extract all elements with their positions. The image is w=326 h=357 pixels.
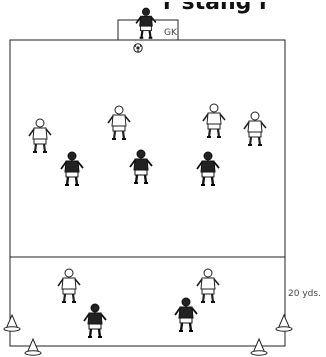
- cone-icon: [251, 339, 267, 355]
- goalkeeper-label: GK: [164, 28, 178, 38]
- player-white-icon: [203, 104, 225, 137]
- player-black-icon: [130, 150, 152, 183]
- soccer-ball-icon: [134, 44, 142, 52]
- field-area: [10, 40, 285, 346]
- zone-distance-label: 20 yds.: [288, 289, 321, 299]
- player-white-icon: [244, 112, 266, 145]
- cone-icon: [4, 315, 20, 331]
- player-black-icon: [61, 152, 83, 185]
- player-white-icon: [29, 119, 51, 152]
- player-white-icon: [108, 106, 130, 139]
- cone-icon: [276, 315, 292, 331]
- player-black-icon: [175, 298, 197, 331]
- cone-icon: [25, 339, 41, 355]
- player-black-icon: [197, 152, 219, 185]
- player-white-icon: [197, 269, 219, 302]
- header-title-fragment: r stang r: [163, 0, 270, 15]
- player-black-icon: [84, 304, 106, 337]
- player-white-icon: [58, 269, 80, 302]
